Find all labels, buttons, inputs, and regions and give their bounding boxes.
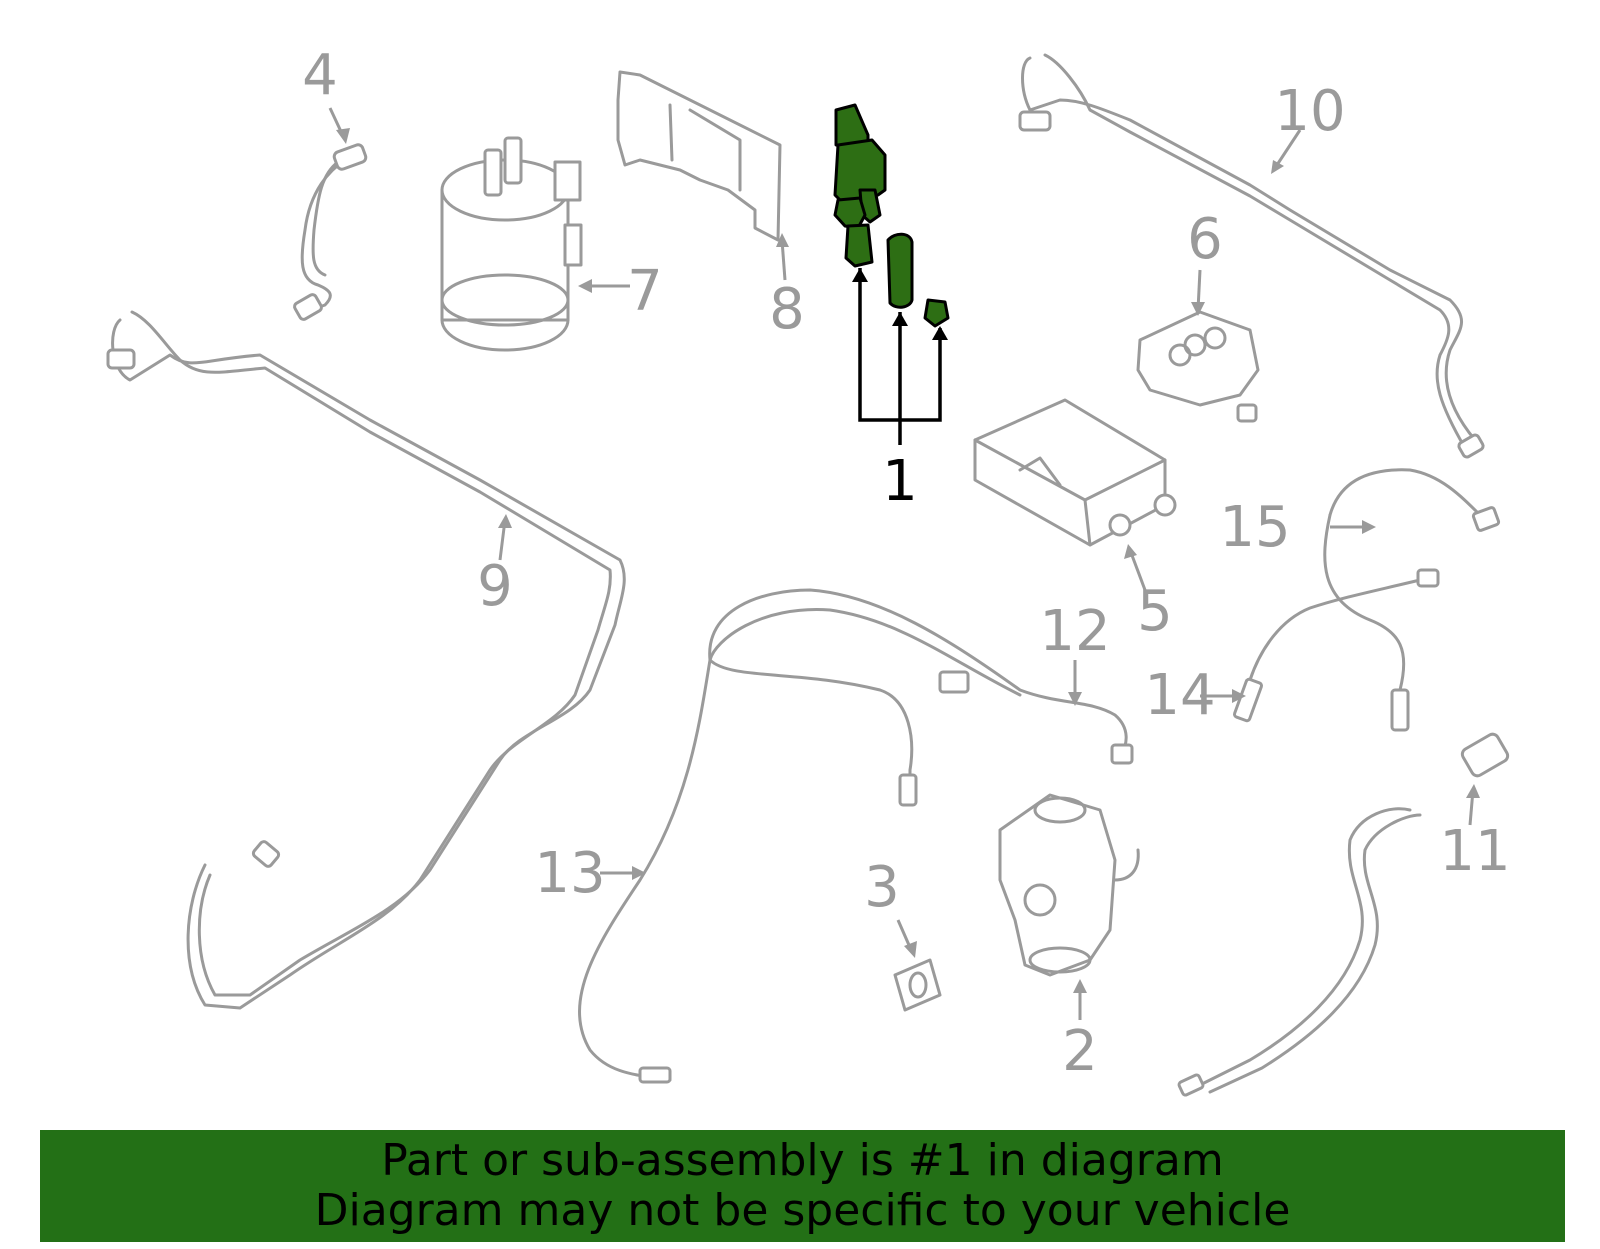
callout-5: 5 bbox=[1137, 579, 1173, 644]
part-4-hose[interactable] bbox=[293, 143, 368, 321]
callout-9: 9 bbox=[477, 554, 513, 619]
callout-14: 14 bbox=[1144, 663, 1215, 728]
callout-6: 6 bbox=[1187, 207, 1223, 272]
part-3-gasket[interactable] bbox=[893, 958, 942, 1012]
callout-4: 4 bbox=[302, 43, 338, 108]
part-9-tube[interactable] bbox=[106, 310, 626, 1010]
part-1-purge-valve[interactable] bbox=[833, 103, 950, 328]
callout-1: 1 bbox=[882, 449, 918, 514]
info-banner: Part or sub-assembly is #1 in diagram Di… bbox=[40, 1130, 1565, 1242]
banner-line-2: Diagram may not be specific to your vehi… bbox=[314, 1185, 1291, 1236]
part-11-hose[interactable] bbox=[1177, 732, 1510, 1097]
callout-arrows bbox=[328, 107, 1480, 1020]
callout-11: 11 bbox=[1439, 819, 1510, 884]
banner-line-1: Part or sub-assembly is #1 in diagram bbox=[381, 1135, 1224, 1186]
part-10-tube[interactable] bbox=[1018, 53, 1485, 459]
part-7-canister[interactable] bbox=[440, 136, 583, 352]
part-8-bracket[interactable] bbox=[616, 70, 782, 242]
callout-3: 3 bbox=[864, 855, 900, 920]
part-5-canister-box[interactable] bbox=[973, 398, 1177, 547]
part-2-air-pump[interactable] bbox=[998, 793, 1140, 977]
callout-15: 15 bbox=[1219, 495, 1290, 560]
callout-7: 7 bbox=[627, 259, 663, 324]
callout-10: 10 bbox=[1274, 79, 1345, 144]
callout-8: 8 bbox=[769, 277, 805, 342]
callout-1-leaders bbox=[852, 268, 948, 445]
part-6-valve-block[interactable] bbox=[1136, 310, 1260, 423]
callout-13: 13 bbox=[534, 841, 605, 906]
part-15-sensor[interactable] bbox=[1323, 468, 1501, 732]
callout-2: 2 bbox=[1062, 1019, 1098, 1084]
part-12-13-harness[interactable] bbox=[578, 588, 1134, 1084]
callout-12: 12 bbox=[1039, 599, 1110, 664]
